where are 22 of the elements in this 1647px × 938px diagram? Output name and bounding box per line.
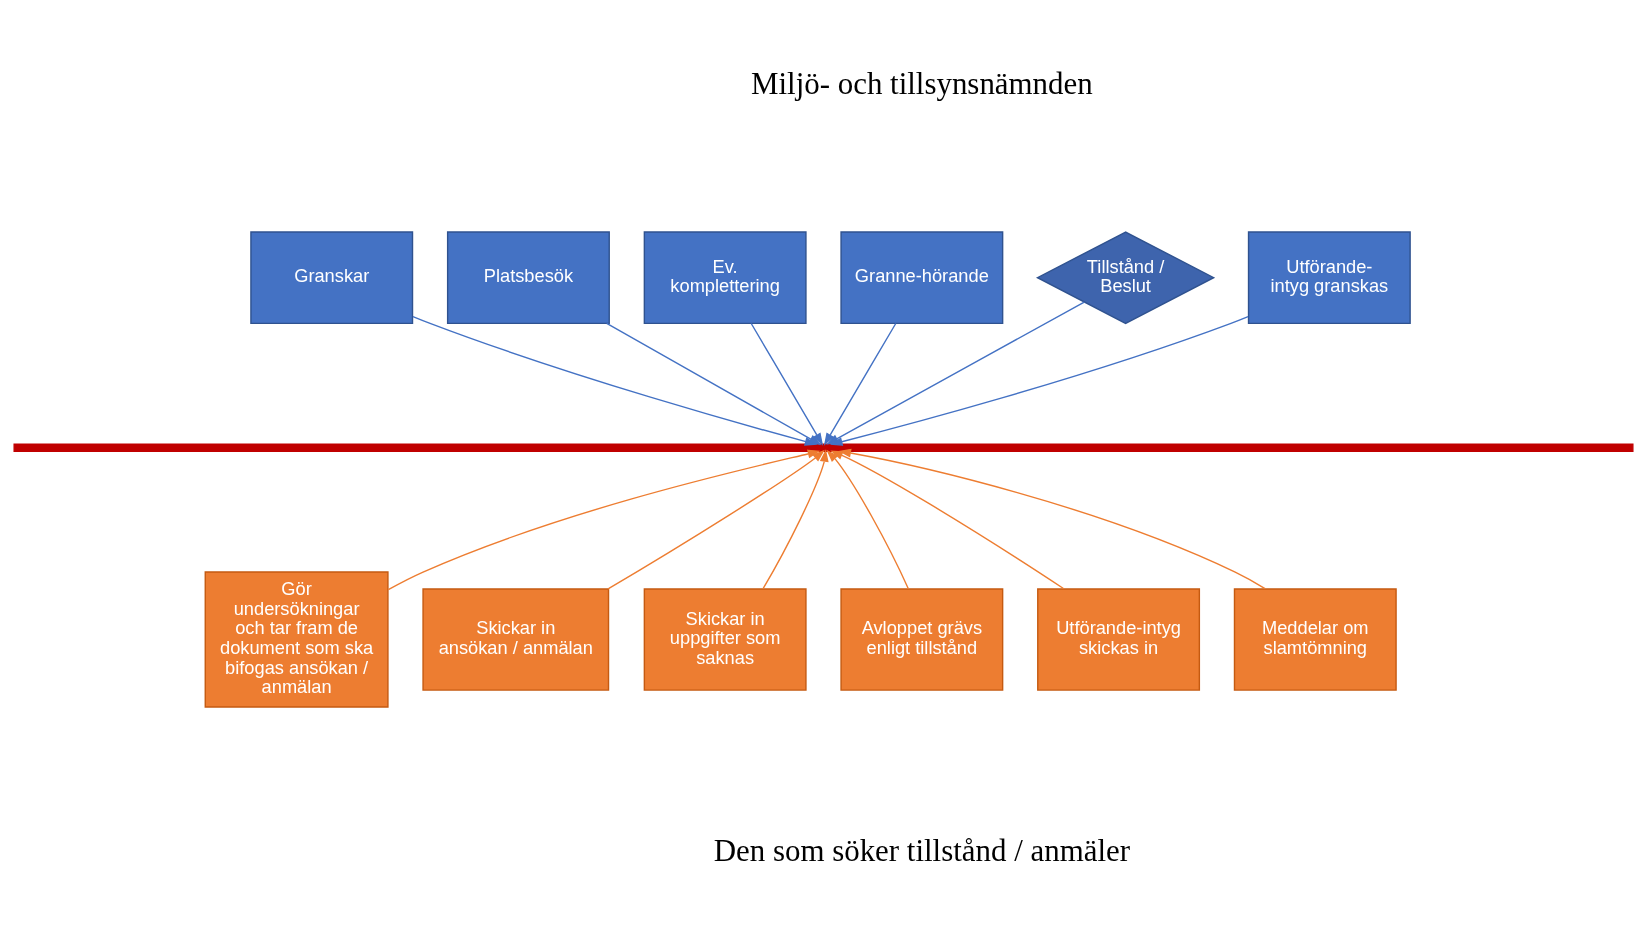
label: Den som söker tillstånd / anmäler xyxy=(713,832,1130,868)
node-box: Avloppet grävs enligt tillstånd xyxy=(840,587,1004,691)
arrow xyxy=(830,449,1065,589)
node-box: Platsbesök xyxy=(446,230,610,324)
label: Miljö- och tillsynsnämnden xyxy=(751,65,1093,101)
arrow xyxy=(387,449,821,590)
node-diamond: Tillstånd / Beslut xyxy=(1035,230,1216,324)
node-box: Skickar in uppgifter som saknas xyxy=(643,587,807,691)
node-box: Utförande-intyg skickas in xyxy=(1037,587,1201,691)
node-box: Utförande-intyg granskas xyxy=(1247,230,1411,324)
arrow xyxy=(762,448,829,589)
node-box: Ev. komplettering xyxy=(643,230,807,324)
node-box: Granskar xyxy=(250,230,414,324)
node-box: Meddelar om slamtömning xyxy=(1233,587,1397,691)
node-box: Skickar in ansökan / anmälan xyxy=(422,587,610,691)
node-box: Gör undersökningar och tar fram de dokument som ska bifogas ansökan / anmälan xyxy=(204,570,389,708)
arrow xyxy=(826,449,910,589)
arrow xyxy=(829,315,1249,446)
arrow xyxy=(838,448,1266,589)
arrow xyxy=(607,449,825,590)
node-bar xyxy=(13,443,1634,452)
node-box: Granne-hörande xyxy=(840,230,1004,324)
